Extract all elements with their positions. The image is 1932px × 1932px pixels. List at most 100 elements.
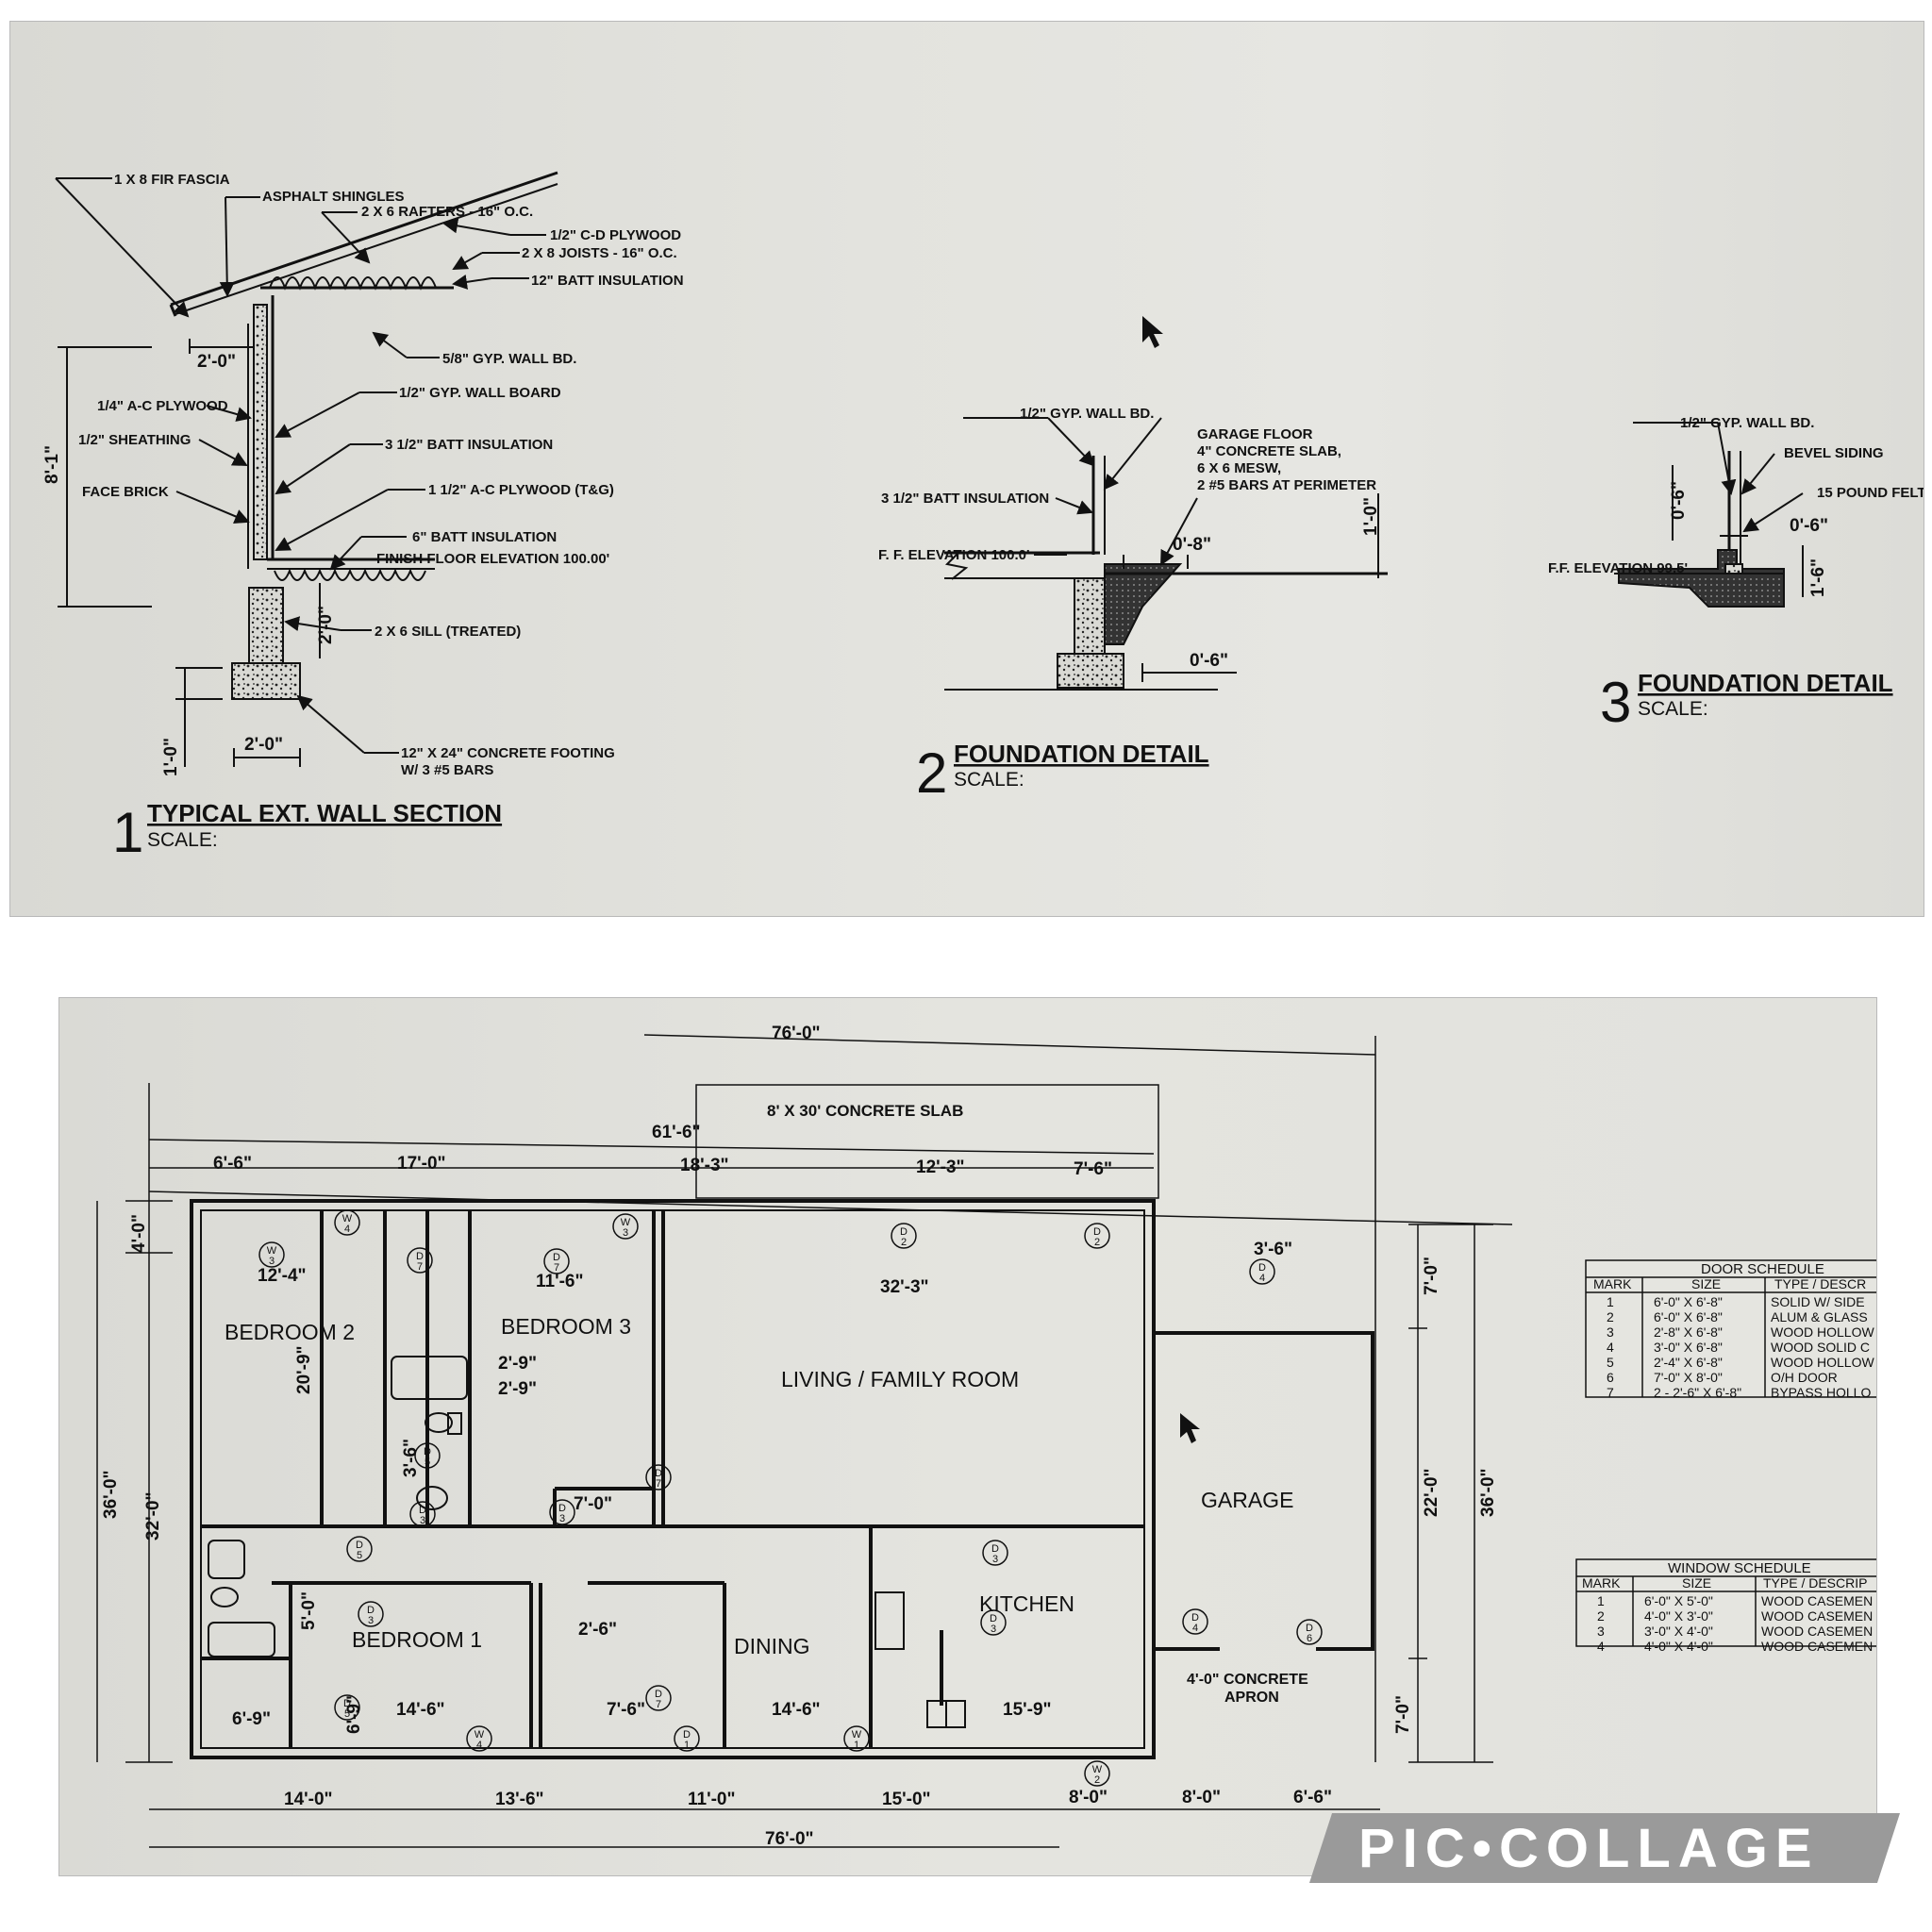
window-schedule-row-3-col-1: 3 bbox=[1597, 1624, 1605, 1639]
dim-kitchen-w: 15'-9" bbox=[1003, 1700, 1052, 1720]
floor-plan-sheet-photo: BEDROOM 2 BEDROOM 3 LIVING / FAMILY ROOM… bbox=[58, 997, 1877, 1876]
label-fascia: 1 X 8 FIR FASCIA bbox=[114, 172, 230, 188]
svg-text:3: 3 bbox=[992, 1554, 998, 1565]
door-schedule-title: DOOR SCHEDULE bbox=[1701, 1261, 1824, 1277]
label-shingles: ASPHALT SHINGLES bbox=[262, 189, 405, 205]
label-ac-plywood-tg: 1 1/2" A-C PLYWOOD (T&G) bbox=[428, 482, 614, 498]
svg-text:3: 3 bbox=[991, 1624, 996, 1635]
bottom-dimensions: 14'-0" 13'-6" 11'-0" 15'-0" 8'-0" 8'-0" … bbox=[284, 1788, 1332, 1849]
label-batt-12: 12" BATT INSULATION bbox=[531, 273, 684, 289]
dim-top-c: 18'-3" bbox=[680, 1156, 729, 1175]
svg-text:5: 5 bbox=[344, 1708, 350, 1720]
svg-text:D: D bbox=[367, 1605, 375, 1616]
dim-top-e: 7'-6" bbox=[1074, 1159, 1112, 1179]
label-gyp-12: 1/2" GYP. WALL BOARD bbox=[399, 385, 561, 401]
svg-text:W: W bbox=[621, 1217, 631, 1228]
door-schedule-row-7-col-1: 7 bbox=[1607, 1385, 1614, 1400]
detail-1-number: 1 bbox=[112, 801, 143, 864]
dim-dining-w: 14'-6" bbox=[772, 1700, 821, 1720]
svg-text:4: 4 bbox=[1192, 1623, 1198, 1634]
door-schedule-row-3-col-3: WOOD HOLLOW bbox=[1771, 1324, 1874, 1340]
svg-text:3: 3 bbox=[559, 1513, 565, 1524]
dim-wall-height: 8'-1" bbox=[42, 445, 62, 484]
dim-right-c: 7'-0" bbox=[1393, 1695, 1413, 1734]
dim-bot-b: 13'-6" bbox=[495, 1790, 544, 1809]
dim-top-a: 6'-6" bbox=[213, 1154, 252, 1174]
door-tag-2: D2 bbox=[1084, 1223, 1110, 1249]
dim-bed2-h: 20'-9" bbox=[294, 1345, 314, 1394]
label-ac-plywood-14: 1/4" A-C PLYWOOD bbox=[97, 398, 228, 414]
d3-label-ffe: F.F. ELEVATION 99.5' bbox=[1548, 560, 1688, 576]
dim-left-inner: 32'-0" bbox=[143, 1491, 163, 1541]
label-footing-1: 12" X 24" CONCRETE FOOTING bbox=[401, 745, 615, 761]
details-sheet-photo: 1 X 8 FIR FASCIA ASPHALT SHINGLES 2 X 6 … bbox=[9, 21, 1924, 917]
dim-bot-c: 11'-0" bbox=[688, 1790, 736, 1809]
svg-text:W: W bbox=[1092, 1764, 1103, 1775]
d2-dim-2: 1'-0" bbox=[1361, 497, 1381, 536]
svg-text:5: 5 bbox=[425, 1457, 430, 1468]
d3-dim-2: 0'-6" bbox=[1790, 516, 1828, 536]
door-schedule-row-5-col-1: 5 bbox=[1607, 1355, 1614, 1370]
dim-closet-1: 2'-9" bbox=[498, 1354, 537, 1374]
dim-left-top: 4'-0" bbox=[129, 1214, 149, 1253]
svg-text:D: D bbox=[683, 1729, 691, 1740]
window-schedule-header-type: TYPE / DESCRIP bbox=[1763, 1575, 1867, 1591]
window-schedule-text: WINDOW SCHEDULE MARK SIZE TYPE / DESCRIP… bbox=[1582, 1560, 1873, 1654]
watermark-text: PIC•COLLAGE bbox=[1358, 1818, 1820, 1879]
door-tag-7: D7 bbox=[645, 1464, 672, 1491]
label-ffe-100: FINISH FLOOR ELEVATION 100.00' bbox=[376, 551, 609, 567]
apron-label-1: 4'-0" CONCRETE bbox=[1187, 1672, 1308, 1688]
svg-text:3: 3 bbox=[623, 1227, 628, 1239]
door-tag-1: D1 bbox=[674, 1725, 700, 1752]
detail-1-title: TYPICAL EXT. WALL SECTION bbox=[147, 799, 502, 827]
d2-label-garage-1: GARAGE FLOOR bbox=[1197, 426, 1313, 442]
door-tag-4: D4 bbox=[1182, 1608, 1208, 1635]
door-tag-4: D4 bbox=[1249, 1258, 1275, 1285]
d3-label-gyp: 1/2" GYP. WALL BD. bbox=[1680, 415, 1814, 431]
door-tag-3: D3 bbox=[982, 1540, 1008, 1566]
d2-label-garage-4: 2 #5 BARS AT PERIMETER bbox=[1197, 477, 1376, 493]
room-bedroom-3: BEDROOM 3 bbox=[501, 1314, 631, 1339]
door-schedule-row-4-col-3: WOOD SOLID C bbox=[1771, 1340, 1870, 1355]
label-rafters: 2 X 6 RAFTERS - 16" O.C. bbox=[361, 204, 533, 220]
room-bedroom-2: BEDROOM 2 bbox=[225, 1320, 355, 1344]
door-schedule-row-2-col-2: 6'-0" X 6'-8" bbox=[1654, 1309, 1723, 1324]
window-schedule-row-2-col-3: WOOD CASEMEN bbox=[1761, 1608, 1873, 1624]
dim-garage-door: 3'-6" bbox=[1254, 1240, 1292, 1259]
door-schedule-row-3-col-1: 3 bbox=[1607, 1324, 1614, 1340]
room-kitchen: KITCHEN bbox=[979, 1591, 1074, 1616]
label-batt-35: 3 1/2" BATT INSULATION bbox=[385, 437, 553, 453]
svg-text:D: D bbox=[416, 1251, 424, 1262]
top-dimensions: 76'-0" 61'-6" 6'-6" 17'-0" 18'-3" 12'-3"… bbox=[213, 1024, 1112, 1179]
dim-bath-w: 3'-6" bbox=[401, 1439, 421, 1477]
svg-text:D: D bbox=[1191, 1612, 1199, 1624]
d2-label-gyp: 1/2" GYP. WALL BD. bbox=[1020, 406, 1154, 422]
window-tag-2: W2 bbox=[1084, 1760, 1110, 1787]
label-cd-plywood: 1/2" C-D PLYWOOD bbox=[550, 227, 681, 243]
window-schedule-row-2-col-1: 2 bbox=[1597, 1608, 1605, 1624]
dim-right-outer: 36'-0" bbox=[1478, 1468, 1498, 1517]
floor-plan-drawing: BEDROOM 2 BEDROOM 3 LIVING / FAMILY ROOM… bbox=[96, 1024, 1876, 1849]
window-schedule-row-3-col-2: 3'-0" X 4'-0" bbox=[1644, 1624, 1713, 1639]
svg-text:D: D bbox=[655, 1468, 662, 1479]
dim-bot-e: 8'-0" bbox=[1069, 1788, 1108, 1807]
dim-bot-d: 15'-0" bbox=[882, 1790, 931, 1809]
foundation-detail-3-labels: 1/2" GYP. WALL BD. BEVEL SIDING 15 POUND… bbox=[1548, 415, 1924, 734]
detail-1-scale: SCALE: bbox=[147, 829, 218, 851]
foundation-detail-3 bbox=[1614, 422, 1804, 608]
door-schedule-row-6-col-2: 7'-0" X 8'-0" bbox=[1654, 1370, 1723, 1385]
door-tag-7: D7 bbox=[543, 1248, 570, 1274]
foundation-detail-2-labels: 1/2" GYP. WALL BD. 3 1/2" BATT INSULATIO… bbox=[878, 406, 1381, 805]
label-footing-2: W/ 3 #5 BARS bbox=[401, 762, 493, 778]
svg-text:7: 7 bbox=[554, 1262, 559, 1274]
door-schedule-row-1-col-2: 6'-0" X 6'-8" bbox=[1654, 1294, 1723, 1309]
svg-text:W: W bbox=[267, 1245, 277, 1257]
dim-closet-2: 2'-9" bbox=[498, 1379, 537, 1399]
room-dining: DINING bbox=[734, 1634, 810, 1658]
dim-hall-5: 5'-0" bbox=[299, 1591, 319, 1630]
svg-text:D: D bbox=[900, 1226, 908, 1238]
dim-footing-width: 2'-0" bbox=[244, 735, 283, 755]
dim-bot-f: 8'-0" bbox=[1182, 1788, 1221, 1807]
